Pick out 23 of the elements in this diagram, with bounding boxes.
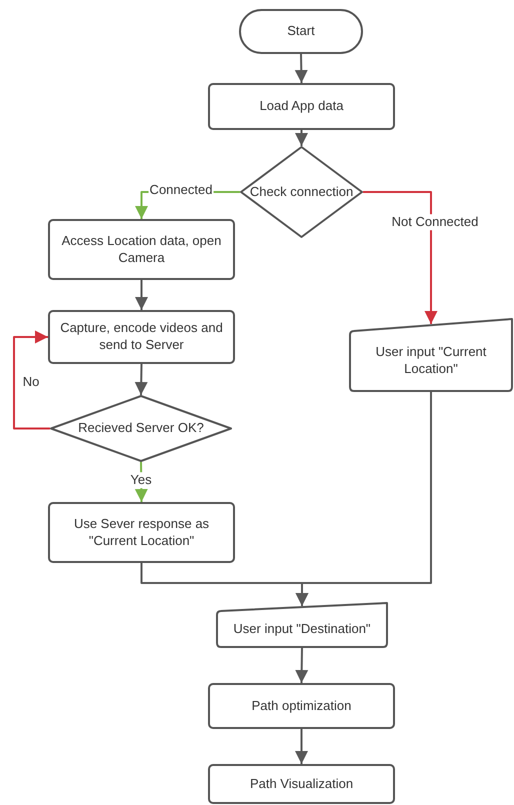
- manual-input-shape: User input "Current Location": [349, 318, 513, 392]
- decision-diamond: Recieved Server OK?: [50, 395, 232, 462]
- arrow: [134, 462, 148, 502]
- edge-label: Yes: [129, 472, 153, 488]
- process-box: Path optimization: [208, 683, 395, 729]
- arrow: [294, 54, 308, 84]
- arrow: [134, 364, 148, 396]
- arrow: [296, 392, 432, 606]
- arrow: [295, 130, 308, 146]
- process-box: Use Sever response as "Current Location": [48, 502, 235, 563]
- process-box: Load App data: [208, 83, 395, 130]
- edge-label: Not Connected: [390, 214, 480, 230]
- arrow: [363, 191, 438, 324]
- arrow: [13, 330, 50, 430]
- arrow: [135, 280, 148, 310]
- process-box: Access Location data, open Camera: [48, 219, 235, 280]
- process-box: Capture, encode videos and send to Server: [48, 310, 235, 364]
- arrow: [295, 729, 308, 764]
- terminal-pill: Start: [239, 9, 363, 54]
- decision-diamond: Check connection: [240, 146, 363, 238]
- arrow: [295, 648, 308, 684]
- process-box: Path Visualization: [208, 764, 395, 804]
- manual-input-shape: User input "Destination": [216, 602, 388, 648]
